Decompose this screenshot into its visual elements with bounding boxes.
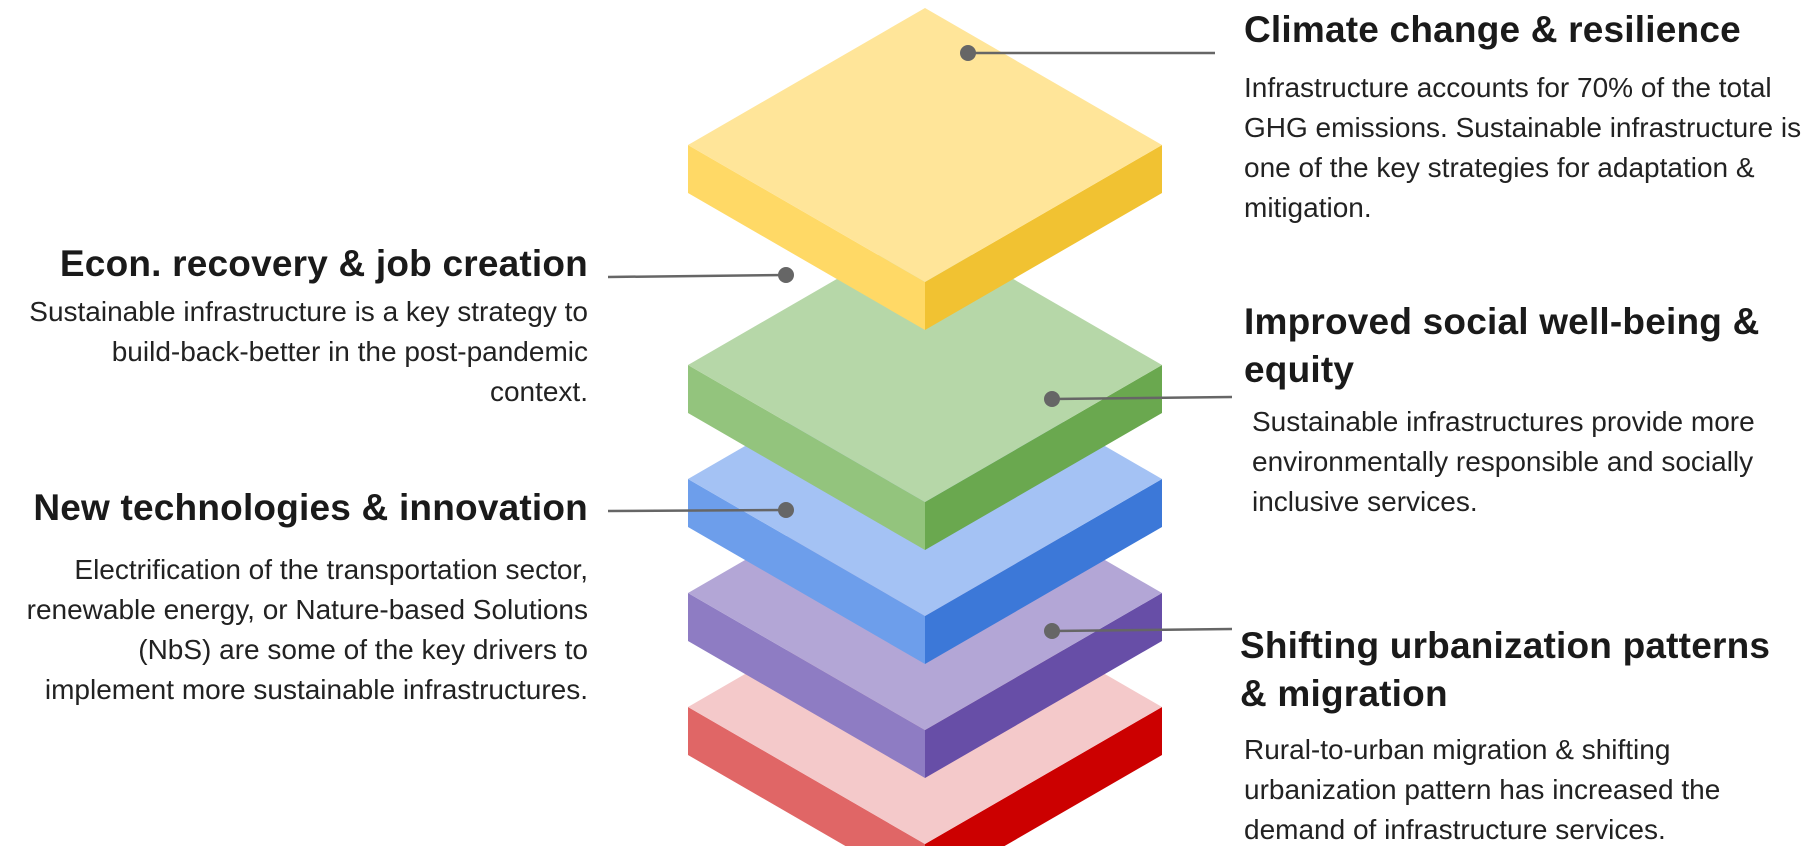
connector-social <box>1044 391 1233 407</box>
tech-text: Electrification of the transportation se… <box>26 554 588 705</box>
layers-group <box>688 8 1162 846</box>
layer-green <box>688 228 1162 550</box>
layer-yellow <box>688 8 1162 330</box>
climate-block: Climate change & resilience Infrastructu… <box>1244 6 1804 228</box>
connector-urban-line <box>1051 627 1233 633</box>
layer-blue-left-face <box>688 479 925 664</box>
connector-econ <box>607 267 794 283</box>
layer-yellow-top-face <box>688 8 1162 282</box>
econ-title: Econ. recovery & job creation <box>59 243 588 284</box>
urban-title: Shifting urbanization patterns & migrati… <box>1240 625 1771 714</box>
layer-yellow-left-face <box>688 145 925 330</box>
layer-purple-right-face <box>925 593 1162 778</box>
connector-tech-line <box>607 508 787 513</box>
connector-climate <box>960 45 1215 61</box>
layer-red-right-face <box>925 707 1162 846</box>
climate-title: Climate change & resilience <box>1244 9 1741 50</box>
connector-social-line <box>1051 395 1233 401</box>
social-text: Sustainable infrastructures provide more… <box>1252 406 1755 517</box>
econ-block: Econ. recovery & job creation Sustainabl… <box>20 240 588 412</box>
layer-blue-right-face <box>925 479 1162 664</box>
urban-block: Shifting urbanization patterns & migrati… <box>1240 622 1804 850</box>
layer-yellow-right-face <box>925 145 1162 330</box>
layer-green-right-face <box>925 365 1162 550</box>
econ-text: Sustainable infrastructure is a key stra… <box>29 296 588 407</box>
layer-purple-left-face <box>688 593 925 778</box>
social-title: Improved social well-being & equity <box>1244 301 1760 390</box>
connector-urban <box>1044 623 1233 639</box>
connector-urban-dot <box>1044 623 1060 639</box>
layer-red-left-face <box>688 707 925 846</box>
connector-tech <box>607 502 794 518</box>
tech-title: New technologies & innovation <box>33 487 588 528</box>
connector-econ-line <box>607 273 787 279</box>
urban-text: Rural-to-urban migration & shifting urba… <box>1244 734 1721 845</box>
connectors-group <box>607 45 1233 639</box>
climate-text: Infrastructure accounts for 70% of the t… <box>1244 72 1802 223</box>
connector-climate-dot <box>960 45 976 61</box>
tech-block: New technologies & innovation Electrific… <box>4 484 588 710</box>
connector-tech-dot <box>778 502 794 518</box>
connector-econ-dot <box>778 267 794 283</box>
layer-green-left-face <box>688 365 925 550</box>
social-block: Improved social well-being & equity Sust… <box>1244 298 1804 522</box>
layer-green-top-face <box>688 228 1162 502</box>
connector-social-dot <box>1044 391 1060 407</box>
